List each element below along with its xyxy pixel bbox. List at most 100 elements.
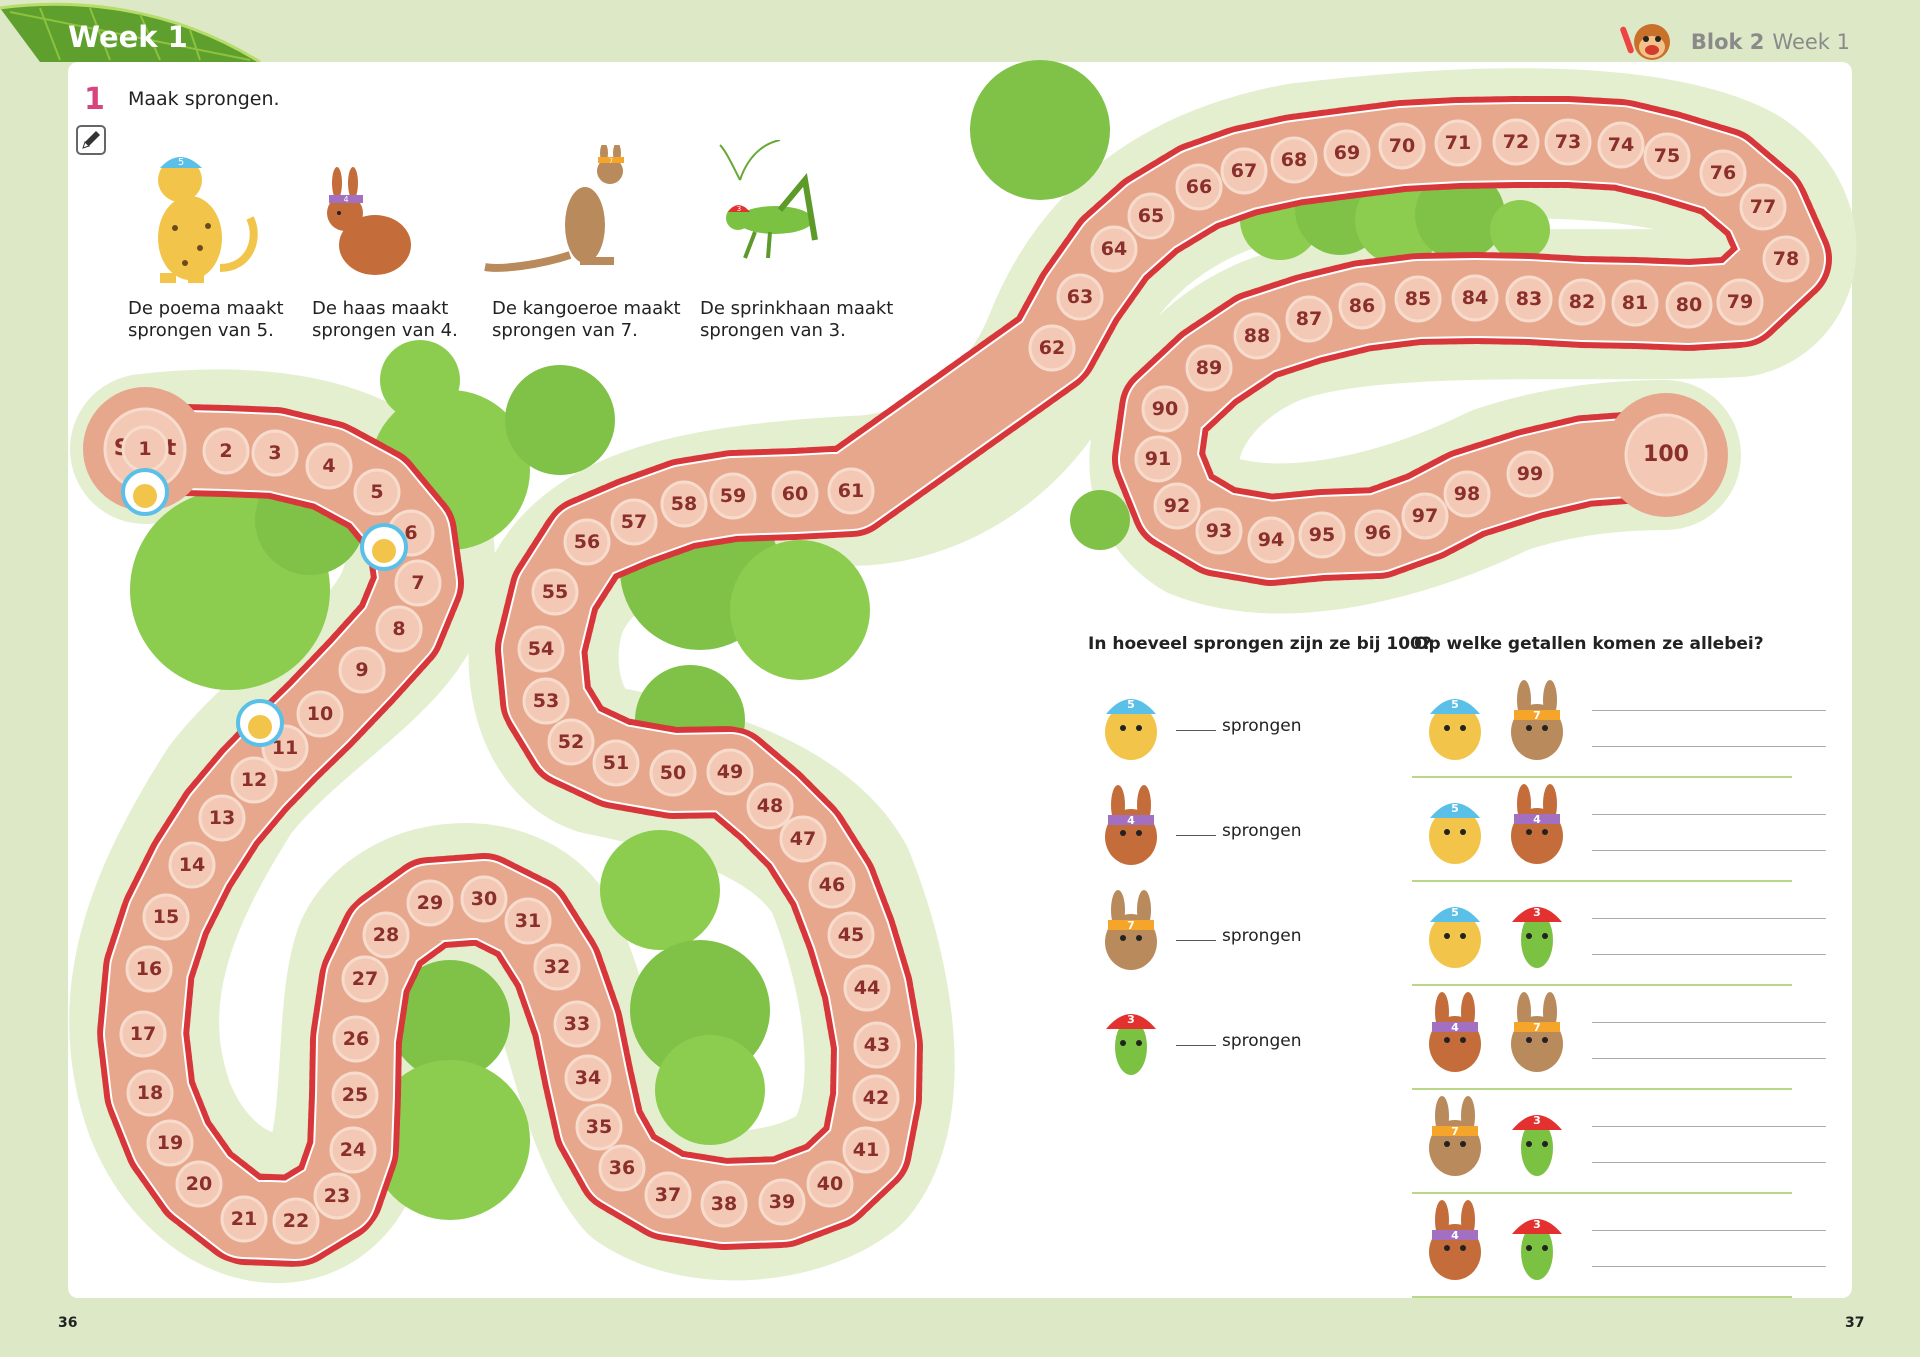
hare-icon: 4 (327, 167, 411, 275)
board-tile: 16 (125, 945, 173, 993)
board-tile: 93 (1195, 507, 1243, 555)
svg-text:71: 71 (1445, 132, 1471, 154)
answer-blank[interactable] (1176, 940, 1216, 941)
board-tile: 26 (332, 1015, 380, 1063)
bush-icon (970, 60, 1110, 200)
board-tile: 20 (175, 1160, 223, 1208)
svg-text:31: 31 (515, 910, 541, 932)
bush-icon (380, 340, 460, 420)
svg-text:4: 4 (1533, 813, 1541, 826)
kangaroo-icon: 7 (484, 145, 624, 272)
board-tile: 94 (1247, 516, 1295, 564)
write-line[interactable] (1592, 1162, 1826, 1163)
write-line[interactable] (1592, 1126, 1826, 1127)
svg-text:3: 3 (1127, 1013, 1135, 1026)
svg-text:27: 27 (352, 968, 378, 990)
poema-face-icon: 5 (1429, 698, 1481, 760)
write-line[interactable] (1592, 954, 1826, 955)
svg-text:78: 78 (1773, 248, 1799, 270)
board-tile: 30 (460, 875, 508, 923)
svg-text:98: 98 (1454, 483, 1480, 505)
board-tile: 51 (592, 739, 640, 787)
board-tile: 24 (329, 1126, 377, 1174)
kangoeroe-face-icon: 7 (1511, 992, 1563, 1072)
write-line[interactable] (1592, 1266, 1826, 1267)
svg-text:7: 7 (1127, 919, 1135, 932)
board-tile: 65 (1127, 192, 1175, 240)
svg-text:12: 12 (241, 769, 267, 791)
board-tile: 73 (1544, 118, 1592, 166)
write-line[interactable] (1592, 1230, 1826, 1231)
page-number-right: 37 (1845, 1315, 1865, 1331)
svg-text:22: 22 (283, 1210, 309, 1232)
sprinkhaan-face-icon: 3 (1512, 1114, 1562, 1176)
svg-text:18: 18 (137, 1082, 163, 1104)
write-line[interactable] (1592, 1058, 1826, 1059)
kangoeroe-face-icon: 7 (1429, 1096, 1481, 1176)
answer-blank[interactable] (1176, 835, 1216, 836)
poema-face-icon: 5 (1105, 698, 1157, 760)
svg-text:65: 65 (1138, 205, 1164, 227)
svg-text:89: 89 (1196, 357, 1222, 379)
cap-number: 3 (737, 205, 741, 213)
answer-blank[interactable] (1176, 1045, 1216, 1046)
pair-row (1412, 984, 1826, 1090)
board-tile: 97 (1401, 492, 1449, 540)
board-tile: 86 (1338, 282, 1386, 330)
sprinkhaan-face-icon: 3 (1512, 906, 1562, 968)
poema-face-icon: 5 (1429, 906, 1481, 968)
board-tile: 49 (706, 748, 754, 796)
board-tile: 95 (1298, 511, 1346, 559)
board-tile: 85 (1394, 275, 1442, 323)
svg-text:14: 14 (179, 854, 205, 876)
cap-number: 7 (609, 158, 613, 165)
board-tile: 9 (338, 646, 386, 694)
poema-face-icon: 5 (1429, 802, 1481, 864)
svg-text:57: 57 (621, 511, 647, 533)
svg-text:82: 82 (1569, 291, 1595, 313)
kangoeroe-face-icon: 7 (1105, 890, 1157, 970)
board-tile: 98 (1443, 470, 1491, 518)
board-tile: 48 (746, 782, 794, 830)
pair-row (1412, 1192, 1826, 1298)
svg-text:21: 21 (231, 1208, 257, 1230)
bush-icon (370, 1060, 530, 1220)
svg-text:16: 16 (136, 958, 162, 980)
board-tile: 68 (1270, 136, 1318, 184)
svg-text:81: 81 (1622, 292, 1648, 314)
svg-text:52: 52 (558, 731, 584, 753)
svg-text:7: 7 (411, 572, 424, 594)
board-tile: 14 (168, 841, 216, 889)
svg-text:87: 87 (1296, 308, 1322, 330)
svg-text:79: 79 (1727, 291, 1753, 313)
board-tile: 36 (598, 1144, 646, 1192)
svg-text:5: 5 (1127, 698, 1135, 711)
svg-text:19: 19 (157, 1132, 183, 1154)
board-tile: 77 (1739, 183, 1787, 231)
haas-face-icon: 4 (1429, 1200, 1481, 1280)
svg-text:2: 2 (219, 440, 232, 462)
blok-label: Blok 2 (1690, 30, 1765, 54)
write-line[interactable] (1592, 850, 1826, 851)
svg-text:7: 7 (1533, 1021, 1541, 1034)
write-line[interactable] (1592, 918, 1826, 919)
board-tile: 25 (331, 1071, 379, 1119)
answer-blank[interactable] (1176, 730, 1216, 731)
write-line[interactable] (1592, 710, 1826, 711)
answer-unit: sprongen (1222, 821, 1302, 841)
svg-text:10: 10 (307, 703, 333, 725)
write-line[interactable] (1592, 746, 1826, 747)
board-tile: 5 (353, 468, 401, 516)
exercise-instruction: Maak sprongen. (128, 88, 280, 110)
board-tile: 81 (1611, 279, 1659, 327)
board-tile: 79 (1716, 278, 1764, 326)
svg-text:28: 28 (373, 924, 399, 946)
board-tile: 35 (575, 1103, 623, 1151)
board-tile: 92 (1153, 482, 1201, 530)
board-tile: 63 (1056, 273, 1104, 321)
week-title: Week 1 (68, 20, 188, 54)
svg-text:67: 67 (1231, 160, 1257, 182)
write-line[interactable] (1592, 1022, 1826, 1023)
svg-text:47: 47 (790, 828, 816, 850)
write-line[interactable] (1592, 814, 1826, 815)
